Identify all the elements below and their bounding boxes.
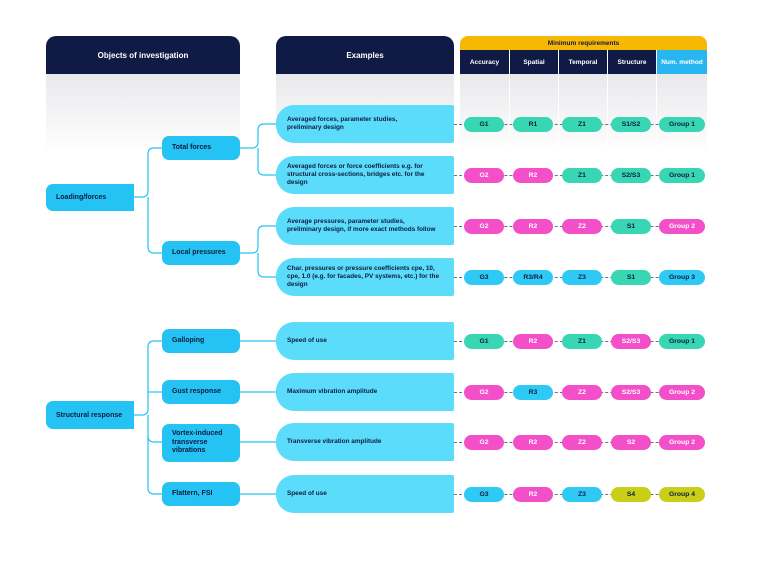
- example-text: Averaged forces or force coefficients e.…: [287, 162, 425, 187]
- example-text: Transverse vibration amplitude: [287, 437, 382, 445]
- examples-header: Examples: [276, 36, 454, 74]
- spatial-pill: R3: [513, 385, 553, 400]
- structure-pill: S4: [611, 487, 651, 502]
- accuracy-pill: G2: [464, 168, 504, 183]
- example-text: Average pressures, parameter studies, pr…: [287, 217, 436, 233]
- spatial-header: Spatial: [509, 50, 558, 74]
- spatial-pill: R2: [513, 435, 553, 450]
- spatial-pill: R2: [513, 487, 553, 502]
- connector-loading-total: [134, 147, 162, 198]
- connector-local-ex3: [240, 225, 276, 254]
- temporal-pill: Z1: [562, 168, 602, 183]
- method-pill: Group 1: [659, 334, 705, 349]
- num-method-header: Num. method: [656, 50, 707, 74]
- method-pill: Group 1: [659, 168, 705, 183]
- example-row-8: Speed of use: [276, 475, 454, 513]
- example-row-3: Average pressures, parameter studies, pr…: [276, 207, 454, 245]
- temporal-pill: Z3: [562, 270, 602, 285]
- structure-pill: S2/S3: [611, 385, 651, 400]
- connector-struct-galloping: [134, 340, 162, 416]
- num-method-fade: [657, 74, 707, 154]
- accuracy-pill: G3: [464, 487, 504, 502]
- temporal-pill: Z2: [562, 435, 602, 450]
- spatial-pill: R3/R4: [513, 270, 553, 285]
- temporal-header: Temporal: [558, 50, 607, 74]
- connector-total-ex1: [240, 123, 276, 149]
- method-pill: Group 3: [659, 270, 705, 285]
- example-text: Speed of use: [287, 489, 327, 497]
- example-row-5: Speed of use: [276, 322, 454, 360]
- connector-total-ex2: [257, 148, 276, 176]
- accuracy-pill: G1: [464, 334, 504, 349]
- connector-struct-flattern: [147, 436, 162, 495]
- example-row-7: Transverse vibration amplitude: [276, 423, 454, 461]
- structure-pill: S2: [611, 435, 651, 450]
- structure-pill: S2/S3: [611, 334, 651, 349]
- structure-header: Structure: [607, 50, 656, 74]
- accuracy-pill: G2: [464, 219, 504, 234]
- example-row-2: Averaged forces or force coefficients e.…: [276, 156, 454, 194]
- structure-pill: S1/S2: [611, 117, 651, 132]
- subcategory-vortex-induced: Vortex-induced transverse vibrations: [162, 424, 240, 462]
- subcategory-galloping: Galloping: [162, 329, 240, 353]
- example-text: Char. pressures or pressure coefficients…: [287, 264, 440, 289]
- method-pill: Group 2: [659, 219, 705, 234]
- accuracy-pill: G2: [464, 435, 504, 450]
- spatial-pill: R2: [513, 168, 553, 183]
- accuracy-pill: G3: [464, 270, 504, 285]
- temporal-pill: Z2: [562, 385, 602, 400]
- temporal-pill: Z1: [562, 334, 602, 349]
- spatial-pill: R2: [513, 334, 553, 349]
- temporal-pill: Z3: [562, 487, 602, 502]
- example-row-1: Averaged forces, parameter studies, prel…: [276, 105, 454, 143]
- example-row-6: Maximum vibration amplitude: [276, 373, 454, 411]
- temporal-pill: Z1: [562, 117, 602, 132]
- structure-fade: [608, 74, 656, 154]
- subcategory-flattern-fsi: Flattern, FSI: [162, 482, 240, 506]
- structure-pill: S1: [611, 270, 651, 285]
- example-row-4: Char. pressures or pressure coefficients…: [276, 258, 454, 296]
- objects-header: Objects of investigation: [46, 36, 240, 74]
- method-pill: Group 4: [659, 487, 705, 502]
- subcategory-local-pressures: Local pressures: [162, 241, 240, 265]
- subcategory-total-forces: Total forces: [162, 136, 240, 160]
- temporal-pill: Z2: [562, 219, 602, 234]
- example-text: Averaged forces, parameter studies, prel…: [287, 115, 398, 131]
- spatial-pill: R2: [513, 219, 553, 234]
- structure-pill: S2/S3: [611, 168, 651, 183]
- object-loading-forces: Loading/forces: [46, 184, 134, 211]
- example-text: Speed of use: [287, 336, 327, 344]
- method-pill: Group 1: [659, 117, 705, 132]
- temporal-fade: [559, 74, 607, 154]
- structure-pill: S1: [611, 219, 651, 234]
- accuracy-header: Accuracy: [460, 50, 509, 74]
- subcategory-gust-response: Gust response: [162, 380, 240, 404]
- connector-struct-vortex: [147, 415, 162, 443]
- accuracy-fade: [460, 74, 509, 154]
- connector-local-ex4: [257, 253, 276, 278]
- example-text: Maximum vibration amplitude: [287, 387, 378, 395]
- accuracy-pill: G1: [464, 117, 504, 132]
- connector-loading-local: [147, 197, 162, 254]
- accuracy-pill: G2: [464, 385, 504, 400]
- method-pill: Group 2: [659, 435, 705, 450]
- spatial-pill: R1: [513, 117, 553, 132]
- object-structural-response: Structural response: [46, 401, 134, 429]
- method-pill: Group 2: [659, 385, 705, 400]
- spatial-fade: [510, 74, 558, 154]
